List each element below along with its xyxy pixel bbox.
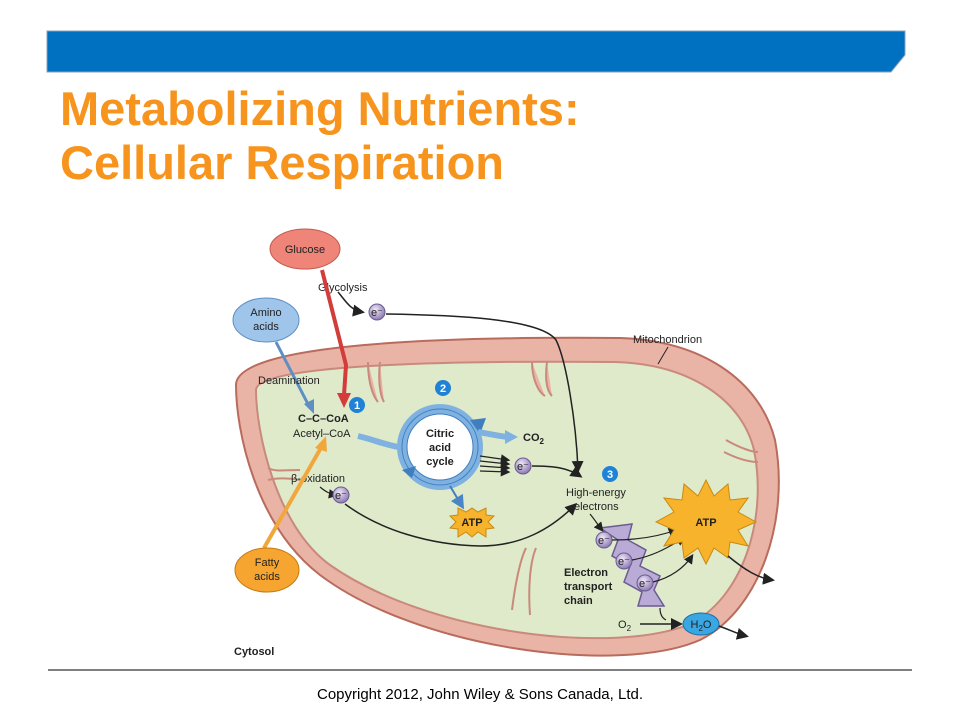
amino-label-2: acids: [253, 321, 279, 333]
ccoa-label: C–C–CoA: [298, 413, 349, 425]
atp-burst-cycle: ATP: [448, 507, 496, 538]
h2o-node: H2O: [682, 612, 720, 636]
citric-label-2: acid: [429, 442, 451, 454]
mitochondrion-label: Mitochondrion: [633, 334, 702, 346]
h2o-label: H2O: [691, 619, 712, 633]
slide-title-line2: Cellular Respiration: [60, 136, 504, 190]
fatty-label-1: Fatty: [255, 557, 280, 569]
o2-label: O2: [618, 619, 632, 633]
glycolysis-label: Glycolysis: [318, 282, 368, 294]
title-banner: [46, 30, 906, 73]
acetyl-coa-label: Acetyl–CoA: [293, 428, 351, 440]
citric-acid-cycle: Citric acid cycle: [397, 404, 486, 490]
footer-divider: [48, 669, 912, 671]
electron-beta: e⁻: [332, 486, 350, 504]
step-1-badge: 1: [349, 397, 365, 413]
atp-etc-label: ATP: [695, 517, 716, 529]
step-1-label: 1: [354, 400, 360, 412]
copyright-text: Copyright 2012, John Wiley & Sons Canada…: [316, 686, 644, 703]
high-energy-label-2: electrons: [574, 501, 619, 513]
electron-beta-label: e⁻: [335, 490, 347, 502]
glucose-label: Glucose: [285, 244, 325, 256]
slide-title: Metabolizing Nutrients: Cellular Respira…: [60, 82, 580, 190]
etc-label-3: chain: [564, 595, 593, 607]
glucose-node: Glucose: [269, 228, 341, 270]
step-2-badge: 2: [435, 380, 451, 396]
etc-electron-1: e⁻: [598, 535, 610, 547]
etc-label-1: Electron: [564, 567, 608, 579]
etc-label-2: transport: [564, 581, 613, 593]
electron-citric: e⁻: [514, 457, 532, 475]
fatty-label-2: acids: [254, 571, 280, 583]
step-2-label: 2: [440, 383, 446, 395]
deamination-label: Deamination: [258, 375, 320, 387]
amino-acids-node: Amino acids: [232, 297, 300, 343]
cytosol-label: Cytosol: [234, 646, 274, 658]
amino-label-1: Amino: [250, 307, 281, 319]
electron-transport-chain: e⁻ e⁻ e⁻: [595, 523, 666, 607]
citric-label-1: Citric: [426, 428, 454, 440]
high-energy-label-1: High-energy: [566, 487, 626, 499]
electron-glycolysis-label: e⁻: [371, 307, 383, 319]
electron-glycolysis: e⁻: [368, 303, 386, 321]
atp-cycle-label: ATP: [461, 517, 482, 529]
cellular-respiration-diagram: Glucose Glycolysis Amino acids e⁻ Mitoch…: [232, 228, 780, 658]
electron-citric-label: e⁻: [517, 461, 529, 473]
citric-label-3: cycle: [426, 456, 454, 468]
atp-burst-etc: ATP: [654, 478, 758, 566]
co2-label: CO2: [523, 432, 545, 446]
fatty-acids-node: Fatty acids: [234, 547, 300, 593]
step-3-badge: 3: [602, 466, 618, 482]
etc-electron-3: e⁻: [639, 578, 651, 590]
etc-electron-2: e⁻: [618, 556, 630, 568]
slide-title-line1: Metabolizing Nutrients:: [60, 82, 580, 135]
step-3-label: 3: [607, 469, 613, 481]
